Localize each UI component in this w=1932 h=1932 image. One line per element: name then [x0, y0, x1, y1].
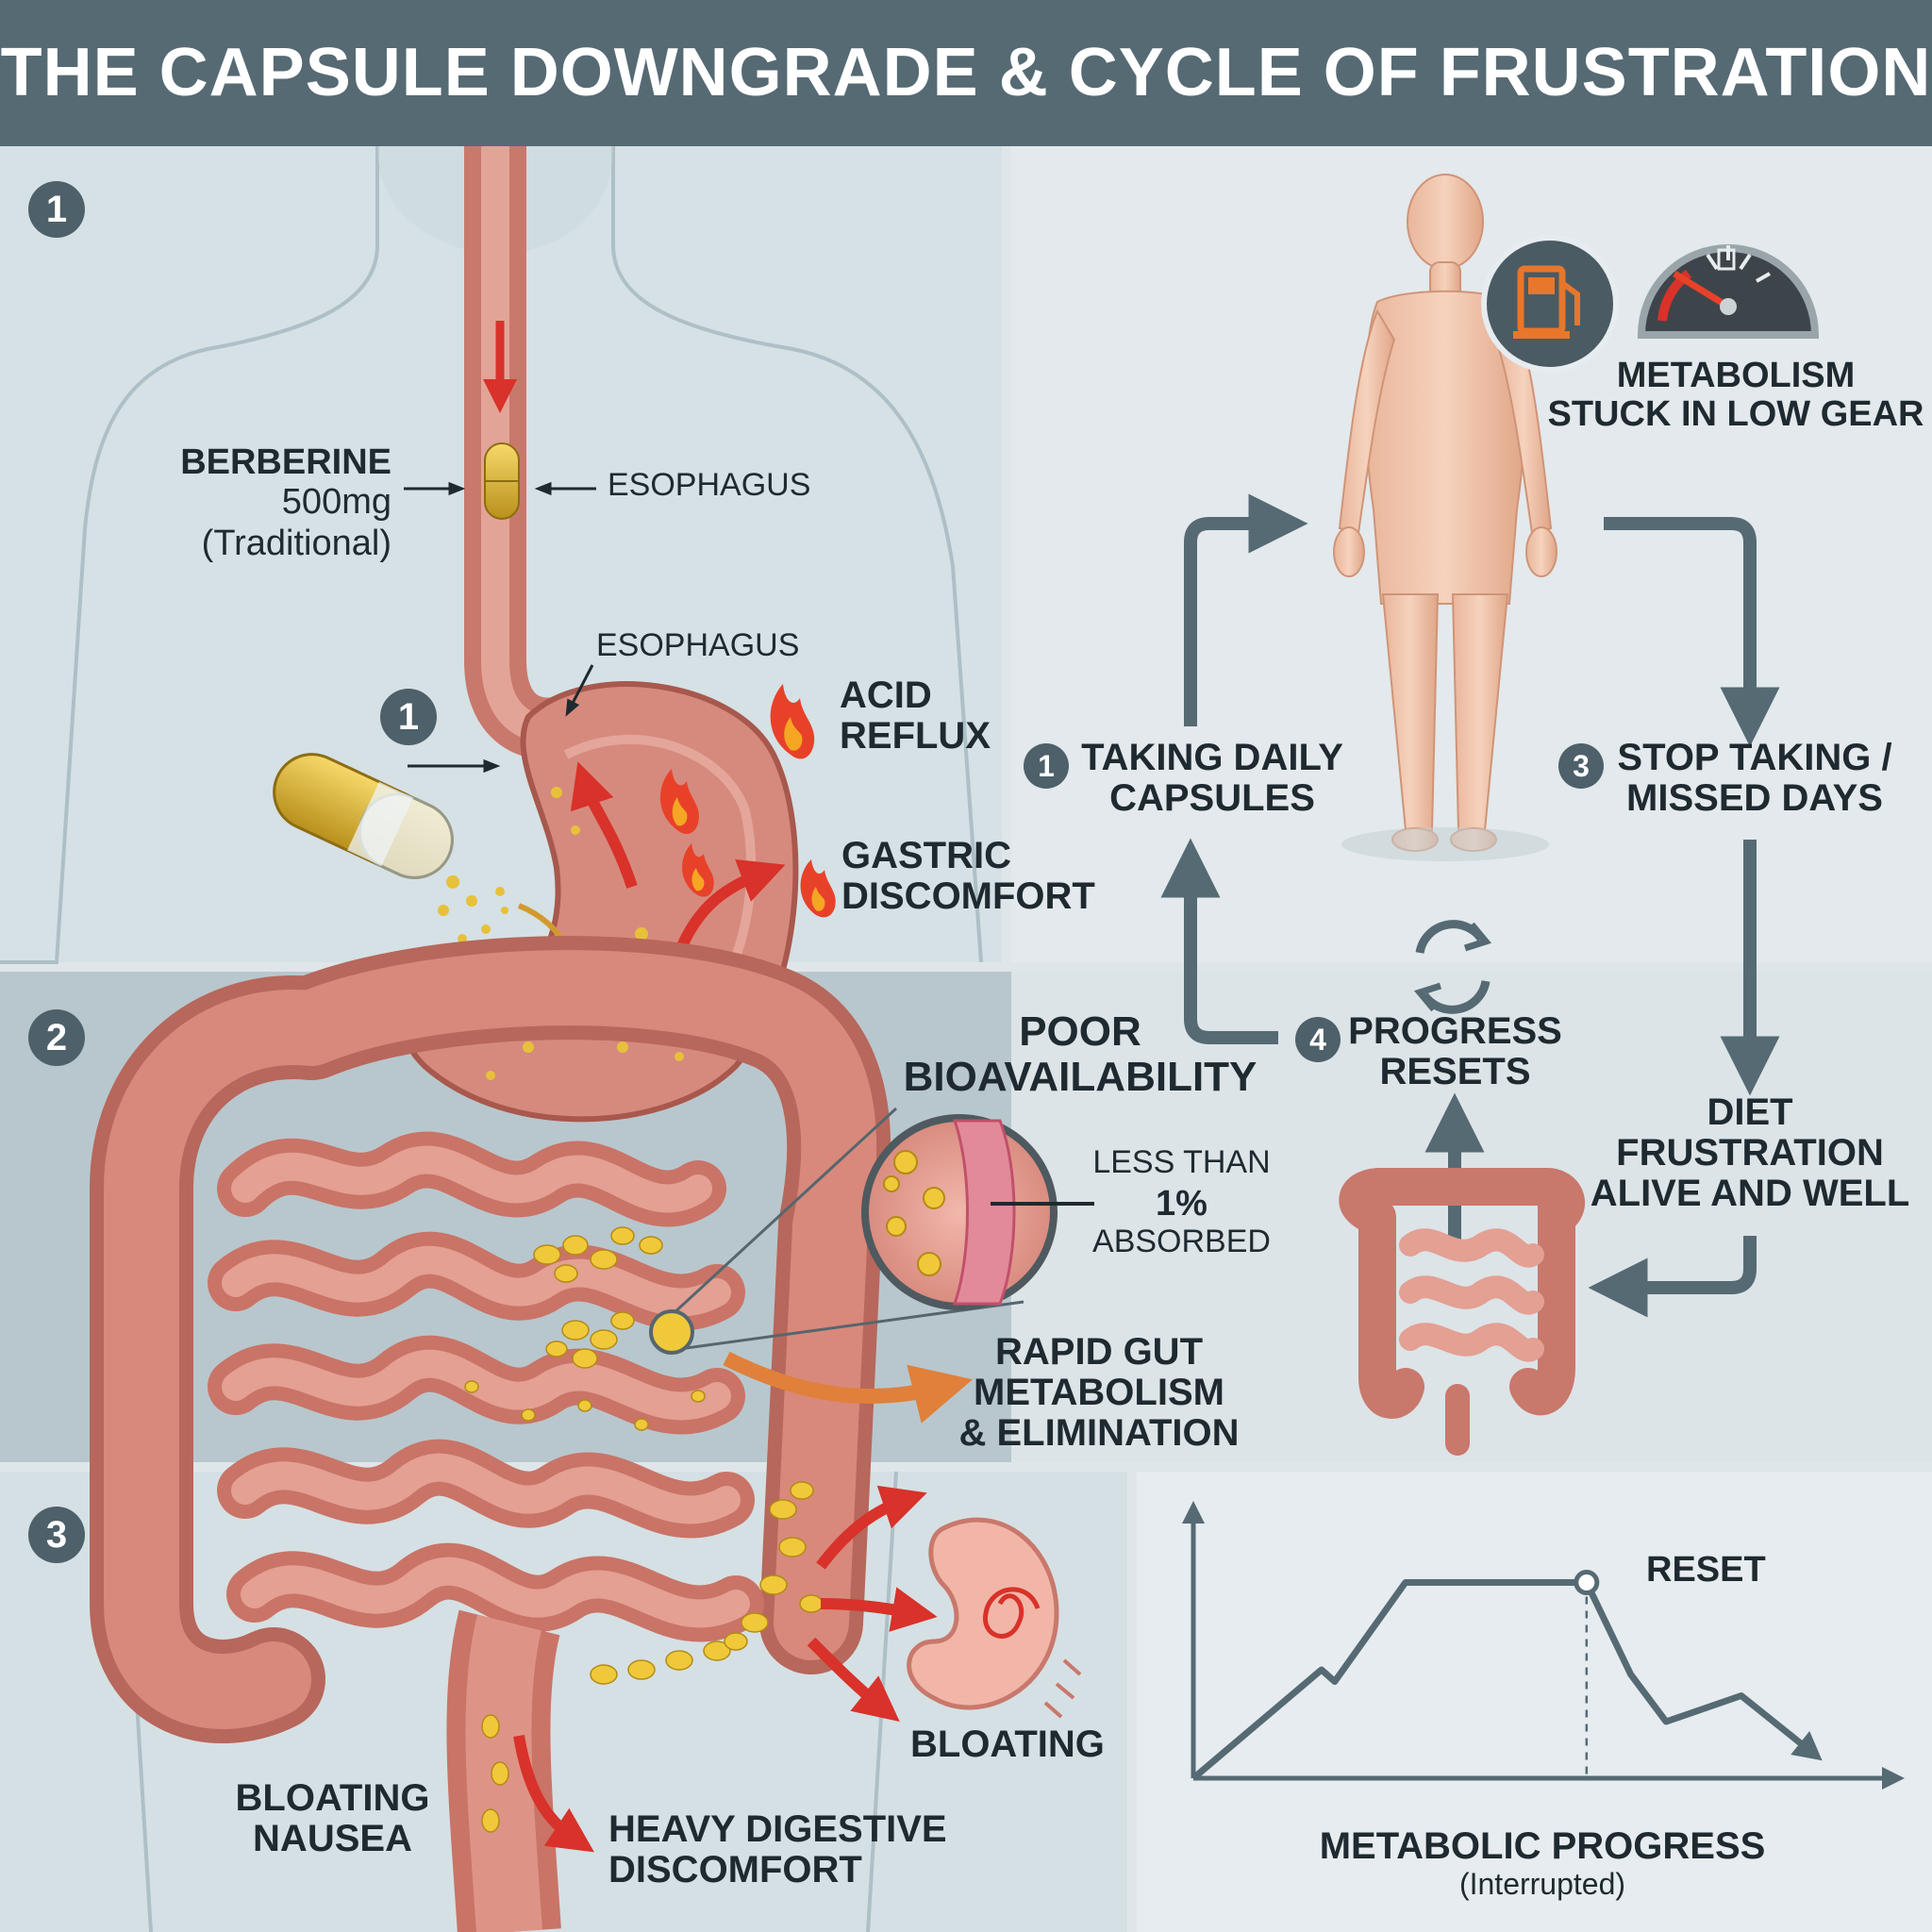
- cycle-arrow-to-person: [1184, 493, 1308, 726]
- step-1-badge: 1: [1024, 743, 1069, 789]
- flame-icon: [659, 769, 700, 835]
- esophagus-label-2: ESOPHAGUS: [596, 627, 800, 663]
- discomfort-arrow: [513, 1735, 594, 1853]
- diet-frustration-label: DIET FRUSTRATION ALIVE AND WELL: [1590, 1091, 1910, 1215]
- bloating-arrow: [820, 1587, 938, 1632]
- elimination-arrow: [723, 1351, 974, 1424]
- chart-reset-point: [1574, 1570, 1600, 1595]
- less-than-label: LESS THAN: [1092, 1144, 1271, 1180]
- bloated-stomach-icon: [907, 1517, 1082, 1719]
- step-3-badge: 3: [1558, 743, 1604, 789]
- esophagus-label: ESOPHAGUS: [608, 467, 811, 503]
- fuel-gauge-icon: [1637, 244, 1820, 339]
- chart-x-axis-arrowhead: [1882, 1767, 1905, 1790]
- bloating-arrow: [816, 1485, 927, 1570]
- flame-icon: [800, 859, 836, 918]
- traditional-label: (Traditional): [201, 524, 391, 563]
- metabolism-low-gear-label: METABOLISM STUCK IN LOW GEAR: [1547, 356, 1924, 435]
- chart-series-arrowhead: [1790, 1731, 1823, 1761]
- cycle-arrow-to-stop: [1604, 517, 1780, 747]
- cycle-arrow-to-taking: [1160, 838, 1278, 1044]
- torso-outline: [0, 146, 983, 964]
- absorbed-label: ABSORBED: [1092, 1224, 1271, 1259]
- flame-icon: [682, 843, 714, 897]
- intestines-icon: [1339, 1168, 1585, 1456]
- chart-xlabel: METABOLIC PROGRESS: [1319, 1825, 1766, 1867]
- acid-reflux-label: ACID REFLUX: [840, 675, 991, 758]
- fuel-pump-icon: [1481, 235, 1619, 373]
- panel-2-badge: 2: [28, 1009, 85, 1066]
- magnifier-focus: [649, 1309, 694, 1355]
- bloating-nausea-label: BLOATING NAUSEA: [235, 1777, 430, 1860]
- chart-reset-annotation: RESET: [1646, 1550, 1766, 1590]
- step-1-label: TAKING DAILY CAPSULES: [1081, 737, 1343, 820]
- percent-absorbed-value: 1%: [1156, 1184, 1208, 1224]
- page-title: THE CAPSULE DOWNGRADE & CYCLE OF FRUSTRA…: [0, 35, 1932, 110]
- panel-3-badge: 3: [28, 1507, 85, 1563]
- cycle-arrow-to-gut: [1588, 1236, 1757, 1318]
- step-4-label: PROGRESS RESETS: [1348, 1010, 1562, 1093]
- step-4-badge: 4: [1295, 1017, 1341, 1062]
- heavy-digestive-discomfort-label: HEAVY DIGESTIVE DISCOMFORT: [608, 1808, 947, 1891]
- refresh-icon: [1413, 920, 1492, 1014]
- metabolic-progress-chart: [1182, 1501, 1905, 1790]
- gastric-discomfort-label: GASTRIC DISCOMFORT: [841, 835, 1095, 918]
- gut-granules: [464, 1226, 824, 1833]
- discomfort-arrow: [674, 858, 786, 956]
- bloating-arrow: [807, 1637, 900, 1722]
- berberine-label: BERBERINE: [180, 442, 391, 482]
- poor-bioavailability-label: POOR BIOAVAILABILITY: [903, 1008, 1257, 1100]
- step-3-label: STOP TAKING / MISSED DAYS: [1617, 737, 1892, 820]
- rapid-gut-metabolism-label: RAPID GUT METABOLISM & ELIMINATION: [958, 1331, 1240, 1455]
- chart-panel-bg: [1137, 1472, 1932, 1932]
- bloating-label: BLOATING: [910, 1724, 1105, 1765]
- illustration-canvas: [0, 146, 1932, 1932]
- chart-xlabel-sub: (Interrupted): [1458, 1867, 1626, 1901]
- capsule-step-badge: 1: [380, 689, 437, 745]
- esophagus-2-pointer: [565, 664, 594, 717]
- gut-wall-section: [952, 1119, 1016, 1306]
- flame-icon: [770, 684, 815, 759]
- reflux-arrow: [570, 761, 638, 889]
- panel-1-badge: 1: [28, 181, 85, 238]
- title-bar: THE CAPSULE DOWNGRADE & CYCLE OF FRUSTRA…: [0, 0, 1932, 146]
- magnifier-lens: [861, 1114, 1058, 1310]
- chart-y-axis-arrowhead: [1182, 1501, 1205, 1524]
- dose-label: 500mg: [281, 482, 391, 522]
- capsule-illustration: [273, 753, 454, 879]
